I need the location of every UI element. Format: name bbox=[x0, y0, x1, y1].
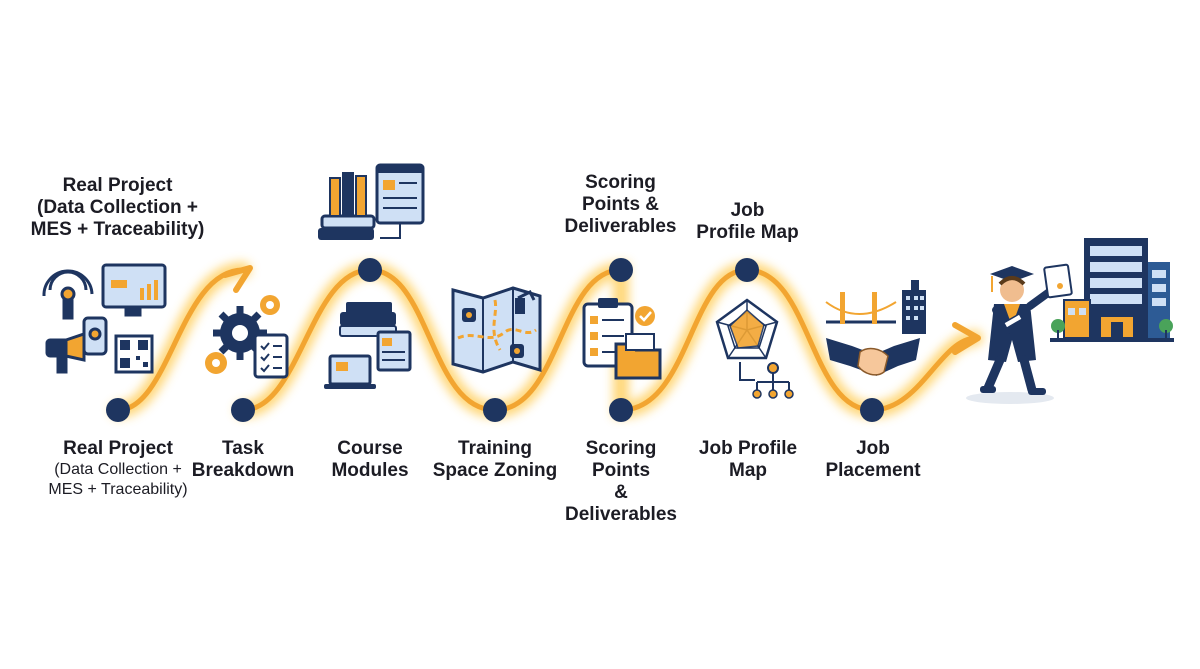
label-line: Deliverables bbox=[565, 504, 677, 525]
node-dot bbox=[483, 398, 507, 422]
label-line: Scoring bbox=[585, 172, 656, 193]
iot-sensors-icon bbox=[42, 263, 167, 374]
handshake-bridge-icon bbox=[825, 280, 926, 376]
label-line: Training bbox=[458, 438, 532, 459]
step-label-course-modules: Course Modules bbox=[315, 438, 425, 482]
label-line: Space Zoning bbox=[432, 460, 558, 481]
step-label-job-profile: Job Profile Map bbox=[686, 438, 810, 482]
node-dot bbox=[609, 398, 633, 422]
label-line: Modules bbox=[331, 460, 409, 481]
graduate-building-icon bbox=[966, 238, 1174, 404]
radar-hierarchy-icon bbox=[715, 298, 794, 399]
top-label-real-project: Real Project (Data Collection + MES + Tr… bbox=[10, 175, 225, 241]
book-laptop-icon bbox=[324, 302, 412, 389]
label-line: Task bbox=[222, 438, 264, 459]
top-label-job-profile: Job Profile Map bbox=[680, 200, 815, 244]
label-line: Real Project bbox=[63, 438, 173, 459]
label-line: Breakdown bbox=[191, 460, 295, 481]
step-label-task-breakdown: Task Breakdown bbox=[183, 438, 303, 482]
step-label-job-placement: Job Placement bbox=[818, 438, 928, 482]
gears-checklist-icon bbox=[205, 295, 289, 379]
label-line: (Data Collection + bbox=[54, 461, 182, 478]
books-stack-icon bbox=[318, 163, 425, 240]
clipboard-deliverables-icon bbox=[582, 298, 662, 380]
step-label-scoring: Scoring Points & Deliverables bbox=[556, 438, 686, 526]
arrow-head-start bbox=[222, 265, 253, 293]
label-line: (Data Collection + bbox=[37, 197, 198, 218]
label-line: Scoring bbox=[585, 438, 657, 459]
node-dot bbox=[358, 258, 382, 282]
label-line: Points bbox=[591, 460, 651, 481]
label-line: MES + Traceability) bbox=[48, 481, 188, 498]
label-line: Deliverables bbox=[564, 216, 677, 237]
label-line: Map bbox=[729, 460, 767, 481]
zoning-map-icon bbox=[451, 286, 542, 374]
label-line: Job Profile bbox=[698, 438, 798, 459]
label-line: Job bbox=[730, 200, 765, 221]
node-dot bbox=[735, 258, 759, 282]
top-label-scoring: Scoring Points & Deliverables bbox=[548, 172, 693, 238]
arrow-head-end bbox=[952, 322, 981, 355]
step-label-training-space: Training Space Zoning bbox=[425, 438, 565, 482]
node-dot bbox=[609, 258, 633, 282]
node-dot bbox=[106, 398, 130, 422]
node-dot bbox=[860, 398, 884, 422]
label-line: Points & bbox=[581, 194, 660, 215]
label-line: MES + Traceability) bbox=[30, 219, 205, 240]
label-line: Course bbox=[337, 438, 403, 459]
label-line: Placement bbox=[825, 460, 921, 481]
node-dots bbox=[106, 258, 884, 422]
label-line: Profile Map bbox=[696, 222, 799, 243]
label-line: Real Project bbox=[62, 175, 173, 196]
node-dot bbox=[231, 398, 255, 422]
step-label-real-project: Real Project (Data Collection + MES + Tr… bbox=[20, 438, 216, 500]
label-line: Job bbox=[856, 438, 890, 459]
label-line: & bbox=[614, 482, 628, 503]
